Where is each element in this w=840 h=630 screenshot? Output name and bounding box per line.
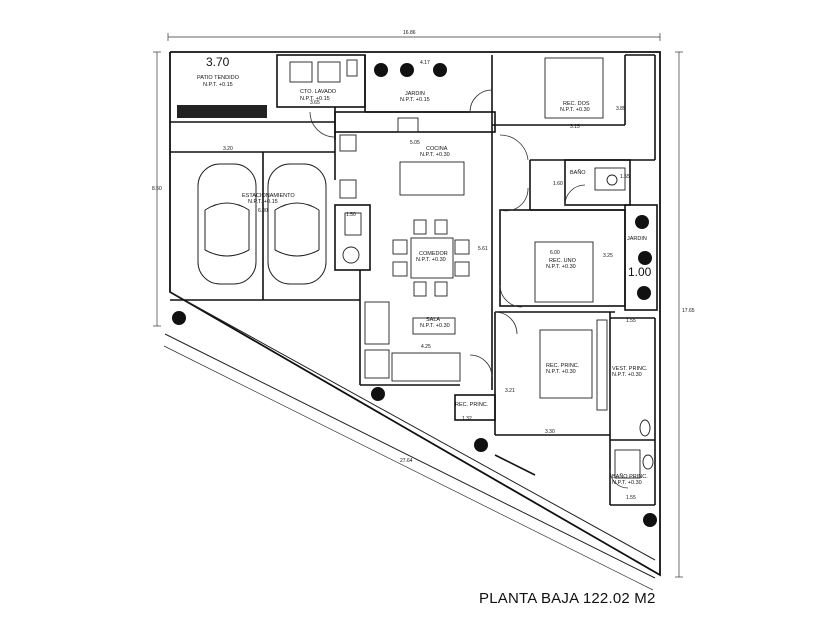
svg-text:3.70: 3.70 <box>206 55 230 69</box>
dimension-lines <box>153 33 683 591</box>
svg-text:8.50: 8.50 <box>152 186 162 192</box>
patio-hedge <box>177 105 267 118</box>
svg-text:17.65: 17.65 <box>682 308 695 314</box>
svg-text:COCINA: COCINA <box>426 146 448 152</box>
svg-text:REC. PRINC.: REC. PRINC. <box>546 363 580 369</box>
car-left <box>197 163 257 285</box>
svg-text:1.00: 1.00 <box>628 265 652 279</box>
door-swings <box>309 89 629 489</box>
room-labels: PATIO TENDIDO N.P.T. +0.15 CTO. LAVADO N… <box>197 75 648 486</box>
svg-text:N.P.T. +0.30: N.P.T. +0.30 <box>612 480 642 486</box>
svg-text:N.P.T. +0.30: N.P.T. +0.30 <box>546 369 576 375</box>
svg-text:4.25: 4.25 <box>421 344 431 350</box>
svg-text:N.P.T. +0.15: N.P.T. +0.15 <box>203 82 233 88</box>
svg-text:BAÑO PRINC.: BAÑO PRINC. <box>612 473 648 480</box>
svg-text:6.00: 6.00 <box>258 208 268 214</box>
svg-text:COMEDOR: COMEDOR <box>419 251 448 257</box>
svg-text:1.32: 1.32 <box>462 416 472 422</box>
svg-text:16.86: 16.86 <box>403 30 416 36</box>
svg-text:1.55: 1.55 <box>626 495 636 501</box>
svg-text:N.P.T. +0.15: N.P.T. +0.15 <box>248 199 278 205</box>
svg-text:REC. UNO: REC. UNO <box>549 258 577 264</box>
plan-caption: PLANTA BAJA 122.02 M2 <box>479 590 656 607</box>
svg-text:1.55: 1.55 <box>626 318 636 324</box>
svg-text:N.P.T. +0.15: N.P.T. +0.15 <box>300 96 330 102</box>
svg-text:1.50: 1.50 <box>346 212 356 218</box>
svg-text:REC. DOS: REC. DOS <box>563 101 590 107</box>
svg-text:3.30: 3.30 <box>545 429 555 435</box>
svg-text:VEST. PRINC.: VEST. PRINC. <box>612 366 648 372</box>
svg-text:3.25: 3.25 <box>603 253 613 259</box>
svg-text:5.05: 5.05 <box>410 140 420 146</box>
svg-text:4.17: 4.17 <box>420 60 430 66</box>
svg-text:N.P.T. +0.30: N.P.T. +0.30 <box>560 107 590 113</box>
interior-walls <box>170 54 658 506</box>
svg-text:6.00: 6.00 <box>550 250 560 256</box>
svg-text:5.61: 5.61 <box>478 246 488 252</box>
svg-text:JARDIN: JARDIN <box>627 236 647 242</box>
svg-text:BAÑO: BAÑO <box>570 169 586 176</box>
car-right <box>267 163 327 285</box>
svg-text:ESTACIONAMIENTO: ESTACIONAMIENTO <box>242 193 295 199</box>
svg-text:N.P.T. +0.30: N.P.T. +0.30 <box>612 372 642 378</box>
svg-text:1.60: 1.60 <box>553 181 563 187</box>
svg-text:3.65: 3.65 <box>310 100 320 106</box>
dimension-texts: 16.86 3.70 3.65 4.17 3.15 3.85 3.20 6.00… <box>152 30 695 501</box>
svg-text:N.P.T. +0.30: N.P.T. +0.30 <box>420 152 450 158</box>
svg-text:PATIO TENDIDO: PATIO TENDIDO <box>197 75 240 81</box>
svg-text:3.21: 3.21 <box>505 388 515 394</box>
sidewalk-lines <box>164 291 656 579</box>
svg-text:1.55: 1.55 <box>620 174 630 180</box>
svg-text:3.85: 3.85 <box>616 106 626 112</box>
svg-text:REC. PRINC.: REC. PRINC. <box>455 402 489 408</box>
exterior-walls <box>169 51 661 577</box>
svg-text:N.P.T. +0.30: N.P.T. +0.30 <box>420 323 450 329</box>
svg-text:SALA: SALA <box>426 317 440 323</box>
furniture <box>289 57 654 479</box>
svg-text:3.20: 3.20 <box>223 146 233 152</box>
svg-text:CTO. LAVADO: CTO. LAVADO <box>300 89 337 95</box>
svg-text:3.15: 3.15 <box>570 124 580 130</box>
plant-icons <box>172 63 657 527</box>
svg-text:N.P.T. +0.15: N.P.T. +0.15 <box>400 97 430 103</box>
svg-text:N.P.T. +0.30: N.P.T. +0.30 <box>416 257 446 263</box>
svg-text:27.64: 27.64 <box>400 458 413 464</box>
svg-text:JARDIN: JARDIN <box>405 91 425 97</box>
svg-text:N.P.T. +0.30: N.P.T. +0.30 <box>546 264 576 270</box>
